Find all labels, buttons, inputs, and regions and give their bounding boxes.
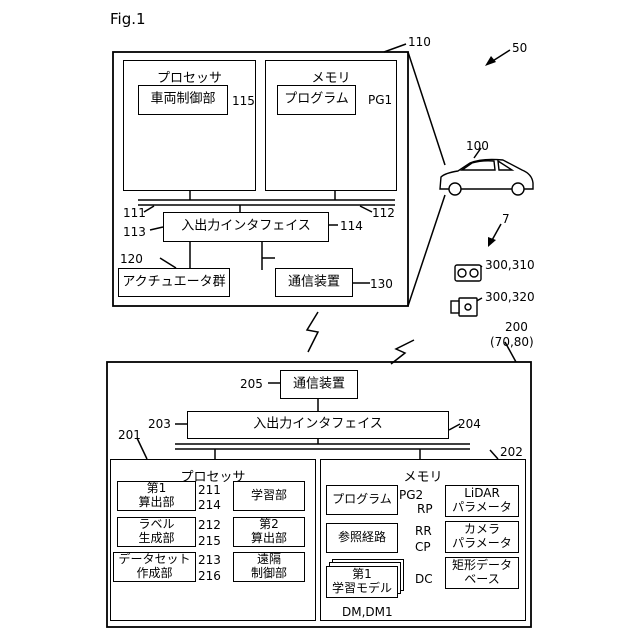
ref-205: 205 xyxy=(240,378,263,390)
stereo-camera-icon xyxy=(455,265,481,281)
camera-params-box: カメラ パラメータ xyxy=(445,521,519,553)
lidar-icon xyxy=(451,298,477,316)
callout-line-lower xyxy=(408,195,445,306)
ref-216: 216 xyxy=(198,570,221,582)
learning-box: 学習部 xyxy=(233,481,305,511)
ecu-program-box: プログラム xyxy=(277,85,356,115)
rect-db-box: 矩形データ ベース xyxy=(445,557,519,589)
learning-model-label: 第1 学習モデル xyxy=(327,568,397,596)
leader-120 xyxy=(160,258,176,268)
leader-113 xyxy=(150,227,163,230)
calc2-box: 第2 算出部 xyxy=(233,517,305,547)
ref-rp: RP xyxy=(417,503,433,515)
learning-label: 学習部 xyxy=(234,489,304,503)
leader-110 xyxy=(384,44,406,52)
remote-control-label: 遠隔 制御部 xyxy=(234,553,304,581)
server-program-box: プログラム xyxy=(326,485,398,515)
server-program-label: プログラム xyxy=(327,493,397,507)
ref-204: 204 xyxy=(458,418,481,430)
calc2-label: 第2 算出部 xyxy=(234,518,304,546)
ref-dc: DC xyxy=(415,573,433,585)
calc1-box: 第1 算出部 xyxy=(117,481,196,511)
ref-100: 100 xyxy=(466,140,489,152)
rect-db-label: 矩形データ ベース xyxy=(446,559,518,587)
ref-50: 50 xyxy=(512,42,527,54)
remote-control-box: 遠隔 制御部 xyxy=(233,552,305,582)
actuators-label: アクチュエータ群 xyxy=(119,275,229,290)
ref-112: 112 xyxy=(372,207,395,219)
ref-110: 110 xyxy=(408,36,431,48)
figure-label: Fig.1 xyxy=(110,12,146,27)
ref-111: 111 xyxy=(123,207,146,219)
ecu-io-label: 入出力インタフェイス xyxy=(164,220,328,235)
arrowhead-50 xyxy=(485,56,496,66)
server-memory-title: メモリ xyxy=(321,466,525,485)
ecu-processor-title: プロセッサ xyxy=(124,67,255,86)
ecu-processor-box: プロセッサ xyxy=(123,60,256,191)
ref-114: 114 xyxy=(340,220,363,232)
ref-pg1: PG1 xyxy=(368,94,392,106)
server-io-label: 入出力インタフェイス xyxy=(188,418,448,433)
vehicle-icon xyxy=(440,159,533,195)
ref-202: 202 xyxy=(500,446,523,458)
ref-70-80: (70,80) xyxy=(490,336,534,348)
callout-line-upper xyxy=(408,52,445,165)
ecu-io-box: 入出力インタフェイス xyxy=(163,212,329,242)
ref-300-310: 300,310 xyxy=(485,259,535,271)
vehicle-control-box: 車両制御部 xyxy=(138,85,228,115)
ecu-program-label: プログラム xyxy=(278,93,355,108)
calc1-label: 第1 算出部 xyxy=(118,482,195,510)
learning-model-box: 第1 学習モデル xyxy=(326,566,398,598)
camera-params-label: カメラ パラメータ xyxy=(446,523,518,551)
arrowhead-7 xyxy=(488,237,496,247)
lidar-params-box: LiDAR パラメータ xyxy=(445,485,519,517)
ref-203: 203 xyxy=(148,418,171,430)
actuators-box: アクチュエータ群 xyxy=(118,268,230,297)
label-gen-label: ラベル 生成部 xyxy=(118,518,195,546)
wireless-bolt-left xyxy=(307,312,318,352)
ecu-comm-box: 通信装置 xyxy=(275,268,353,297)
ref-route-label: 参照経路 xyxy=(327,531,397,545)
ref-cp: CP xyxy=(415,541,431,553)
ecu-comm-label: 通信装置 xyxy=(276,275,352,290)
lidar-params-label: LiDAR パラメータ xyxy=(446,487,518,515)
ref-7: 7 xyxy=(502,213,510,225)
ref-dm-dm1: DM,DM1 xyxy=(342,606,393,618)
label-gen-box: ラベル 生成部 xyxy=(117,517,196,547)
ref-200: 200 xyxy=(505,321,528,333)
ref-215: 215 xyxy=(198,535,221,547)
dataset-label: データセット 作成部 xyxy=(114,553,195,581)
ref-130: 130 xyxy=(370,278,393,290)
wireless-bolt-right xyxy=(391,340,414,364)
ref-pg2: PG2 xyxy=(399,489,423,501)
ref-211: 211 xyxy=(198,484,221,496)
leader-112 xyxy=(360,206,372,212)
ref-300-320: 300,320 xyxy=(485,291,535,303)
ref-route-box: 参照経路 xyxy=(326,523,398,553)
ref-115: 115 xyxy=(232,95,255,107)
server-comm-label: 通信装置 xyxy=(281,377,357,392)
leader-202 xyxy=(490,450,498,459)
ref-214: 214 xyxy=(198,499,221,511)
ref-rr: RR xyxy=(415,525,432,537)
server-comm-box: 通信装置 xyxy=(280,370,358,399)
dataset-box: データセット 作成部 xyxy=(113,552,196,582)
ecu-memory-box: メモリ xyxy=(265,60,397,191)
ecu-memory-title: メモリ xyxy=(266,67,396,86)
ref-201: 201 xyxy=(118,429,141,441)
ref-212: 212 xyxy=(198,519,221,531)
ref-113: 113 xyxy=(123,226,146,238)
vehicle-control-label: 車両制御部 xyxy=(139,93,227,108)
ref-120: 120 xyxy=(120,253,143,265)
server-io-box: 入出力インタフェイス xyxy=(187,411,449,439)
ref-213: 213 xyxy=(198,554,221,566)
